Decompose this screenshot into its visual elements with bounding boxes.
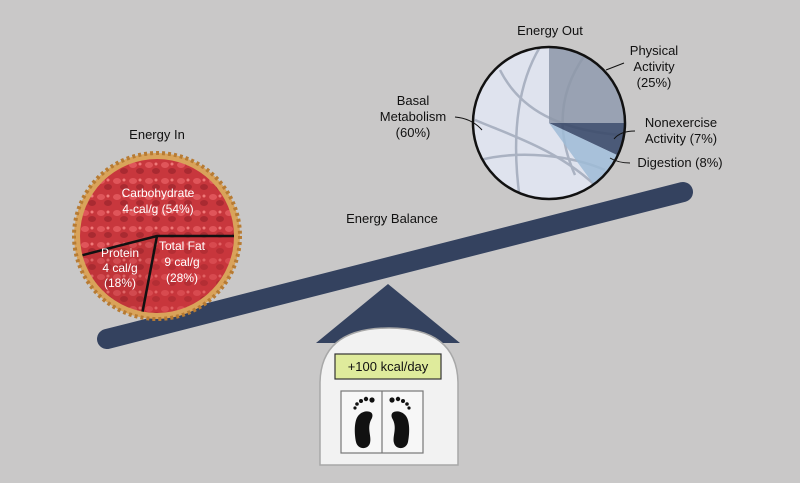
nonexercise-label-line2: Activity (7%) [645, 131, 717, 146]
scale-display [334, 353, 442, 380]
seesaw-beam [97, 182, 693, 349]
nonexercise-activity-slice [549, 123, 625, 156]
scale-fulcrum: +100 kcal/day [316, 284, 460, 466]
protein-slice [82, 236, 157, 312]
basal-label-line2: Metabolism [380, 109, 446, 124]
digestion-leader-line [609, 157, 631, 164]
energy-balance-label: Energy Balance [346, 211, 438, 226]
physical-activity-slice [549, 47, 625, 123]
tart-slice-dividers [82, 234, 234, 312]
basal-percent: (60%) [396, 125, 431, 140]
total-fat-detail: 9 cal/g [164, 255, 199, 269]
energy-in-pie: Energy In Carbohydrate 4-cal/g (54%) Pro… [72, 127, 242, 321]
scale-reading: +100 kcal/day [348, 359, 429, 374]
digestion-slice [549, 123, 618, 185]
energy-out-slices [549, 47, 625, 185]
nonexercise-label: Nonexercise [645, 115, 717, 130]
fulcrum-triangle [316, 284, 460, 343]
energy-out-pie: Energy Out Basal Metabolism (60%) Physic… [380, 23, 723, 201]
right-footprint-icon [389, 396, 411, 449]
protein-label: Protein [101, 246, 139, 260]
basal-leader-line [454, 116, 483, 131]
total-fat-percent: (28%) [166, 271, 198, 285]
energy-in-title: Energy In [129, 127, 185, 142]
nonexercise-leader-line [613, 130, 636, 140]
left-footprint-icon [353, 396, 375, 449]
carbohydrate-label: Carbohydrate [122, 186, 195, 200]
total-fat-slice [142, 236, 234, 313]
total-fat-label: Total Fat [159, 239, 206, 253]
physical-percent: (25%) [637, 75, 672, 90]
digestion-label: Digestion (8%) [637, 155, 722, 170]
physical-leader-line [605, 62, 625, 71]
physical-label: Physical [630, 43, 679, 58]
protein-detail: 4 cal/g [102, 261, 137, 275]
tart-slices [82, 236, 234, 313]
protein-percent: (18%) [104, 276, 136, 290]
carbohydrate-detail: 4-cal/g (54%) [122, 202, 193, 216]
energy-out-title: Energy Out [517, 23, 583, 38]
basal-label: Basal [397, 93, 430, 108]
physical-label-line2: Activity [633, 59, 675, 74]
